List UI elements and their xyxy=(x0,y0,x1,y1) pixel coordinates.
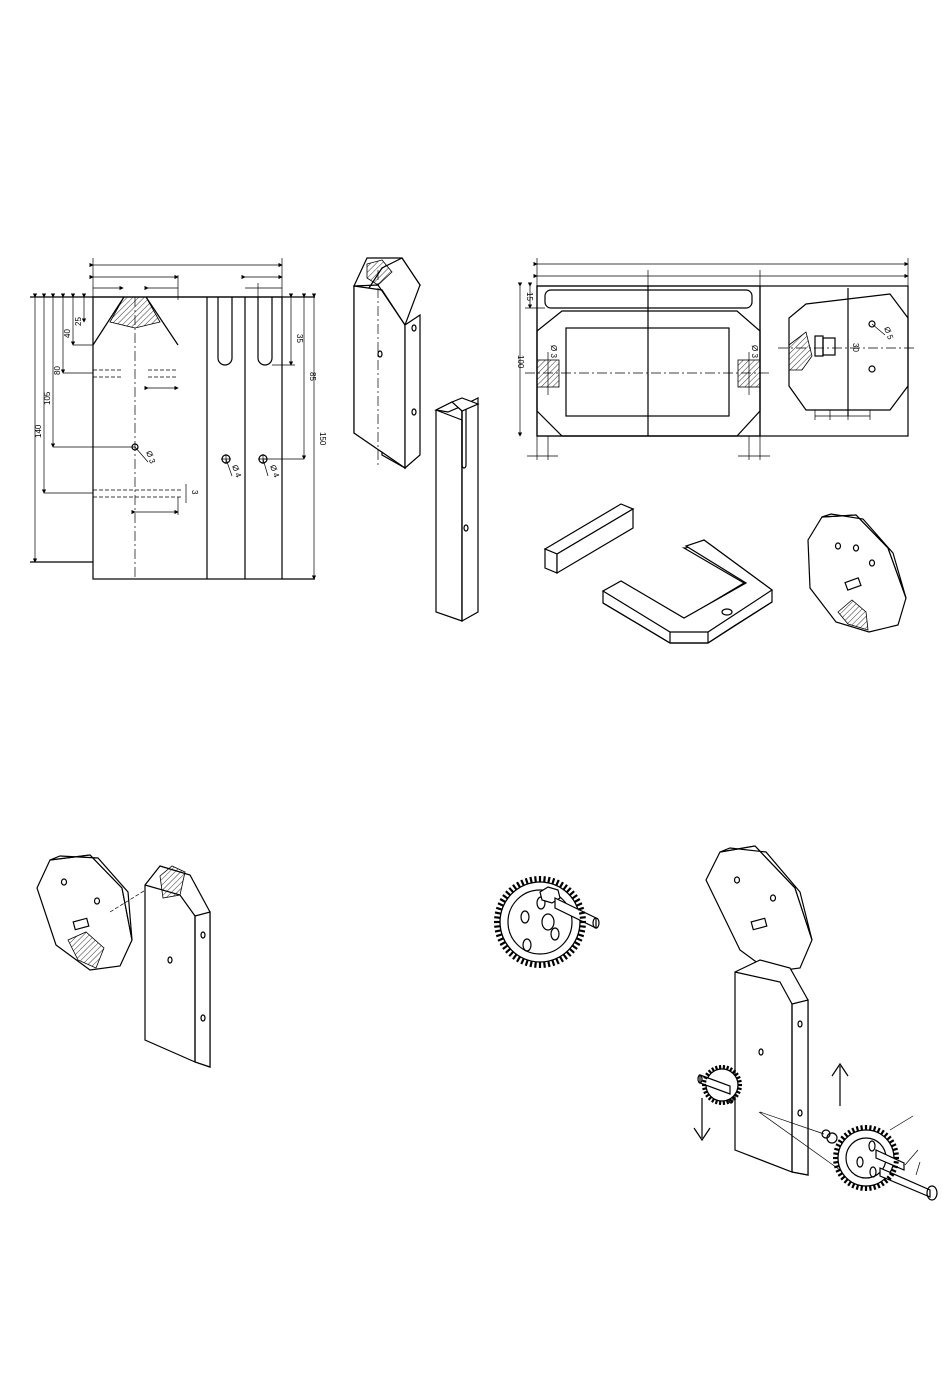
ortho-view-column: 25 40 80 105 140 35 85 150 3 Ø 3 Ø 4 Ø 4 xyxy=(30,258,327,579)
dim-35: 35 xyxy=(295,334,304,343)
dim-hole-d3: Ø 3 xyxy=(144,450,157,466)
iso-small-bar xyxy=(545,504,633,573)
iso-u-frame xyxy=(603,540,772,643)
dim-100: 100 xyxy=(516,355,525,369)
dim-hole-right: Ø 3 xyxy=(750,345,759,358)
ortho-view-frame: 15 100 Ø 3 Ø 3 Ø 5 30 xyxy=(516,258,914,460)
dim-40: 40 xyxy=(63,329,72,338)
iso-slotted-post xyxy=(436,398,478,621)
dim-85: 85 xyxy=(308,372,317,381)
dim-140: 140 xyxy=(34,424,43,438)
dim-105: 105 xyxy=(43,391,52,405)
dim-30: 30 xyxy=(851,343,860,352)
assembly-full xyxy=(694,846,937,1200)
iso-octagon-disc xyxy=(808,514,906,632)
dim-3: 3 xyxy=(190,490,199,495)
dim-hole-d4-b: Ø 4 xyxy=(268,464,281,480)
dim-15: 15 xyxy=(525,292,534,301)
dim-hole-left: Ø 3 xyxy=(549,345,558,358)
dim-150: 150 xyxy=(318,432,327,446)
iso-pointed-column xyxy=(354,258,420,468)
dim-80: 80 xyxy=(53,366,62,375)
dim-25: 25 xyxy=(74,317,83,326)
dim-hole-disc: Ø 5 xyxy=(882,326,895,342)
assembly-disc-and-column xyxy=(37,855,210,1067)
dim-hole-d4-a: Ø 4 xyxy=(230,464,243,480)
